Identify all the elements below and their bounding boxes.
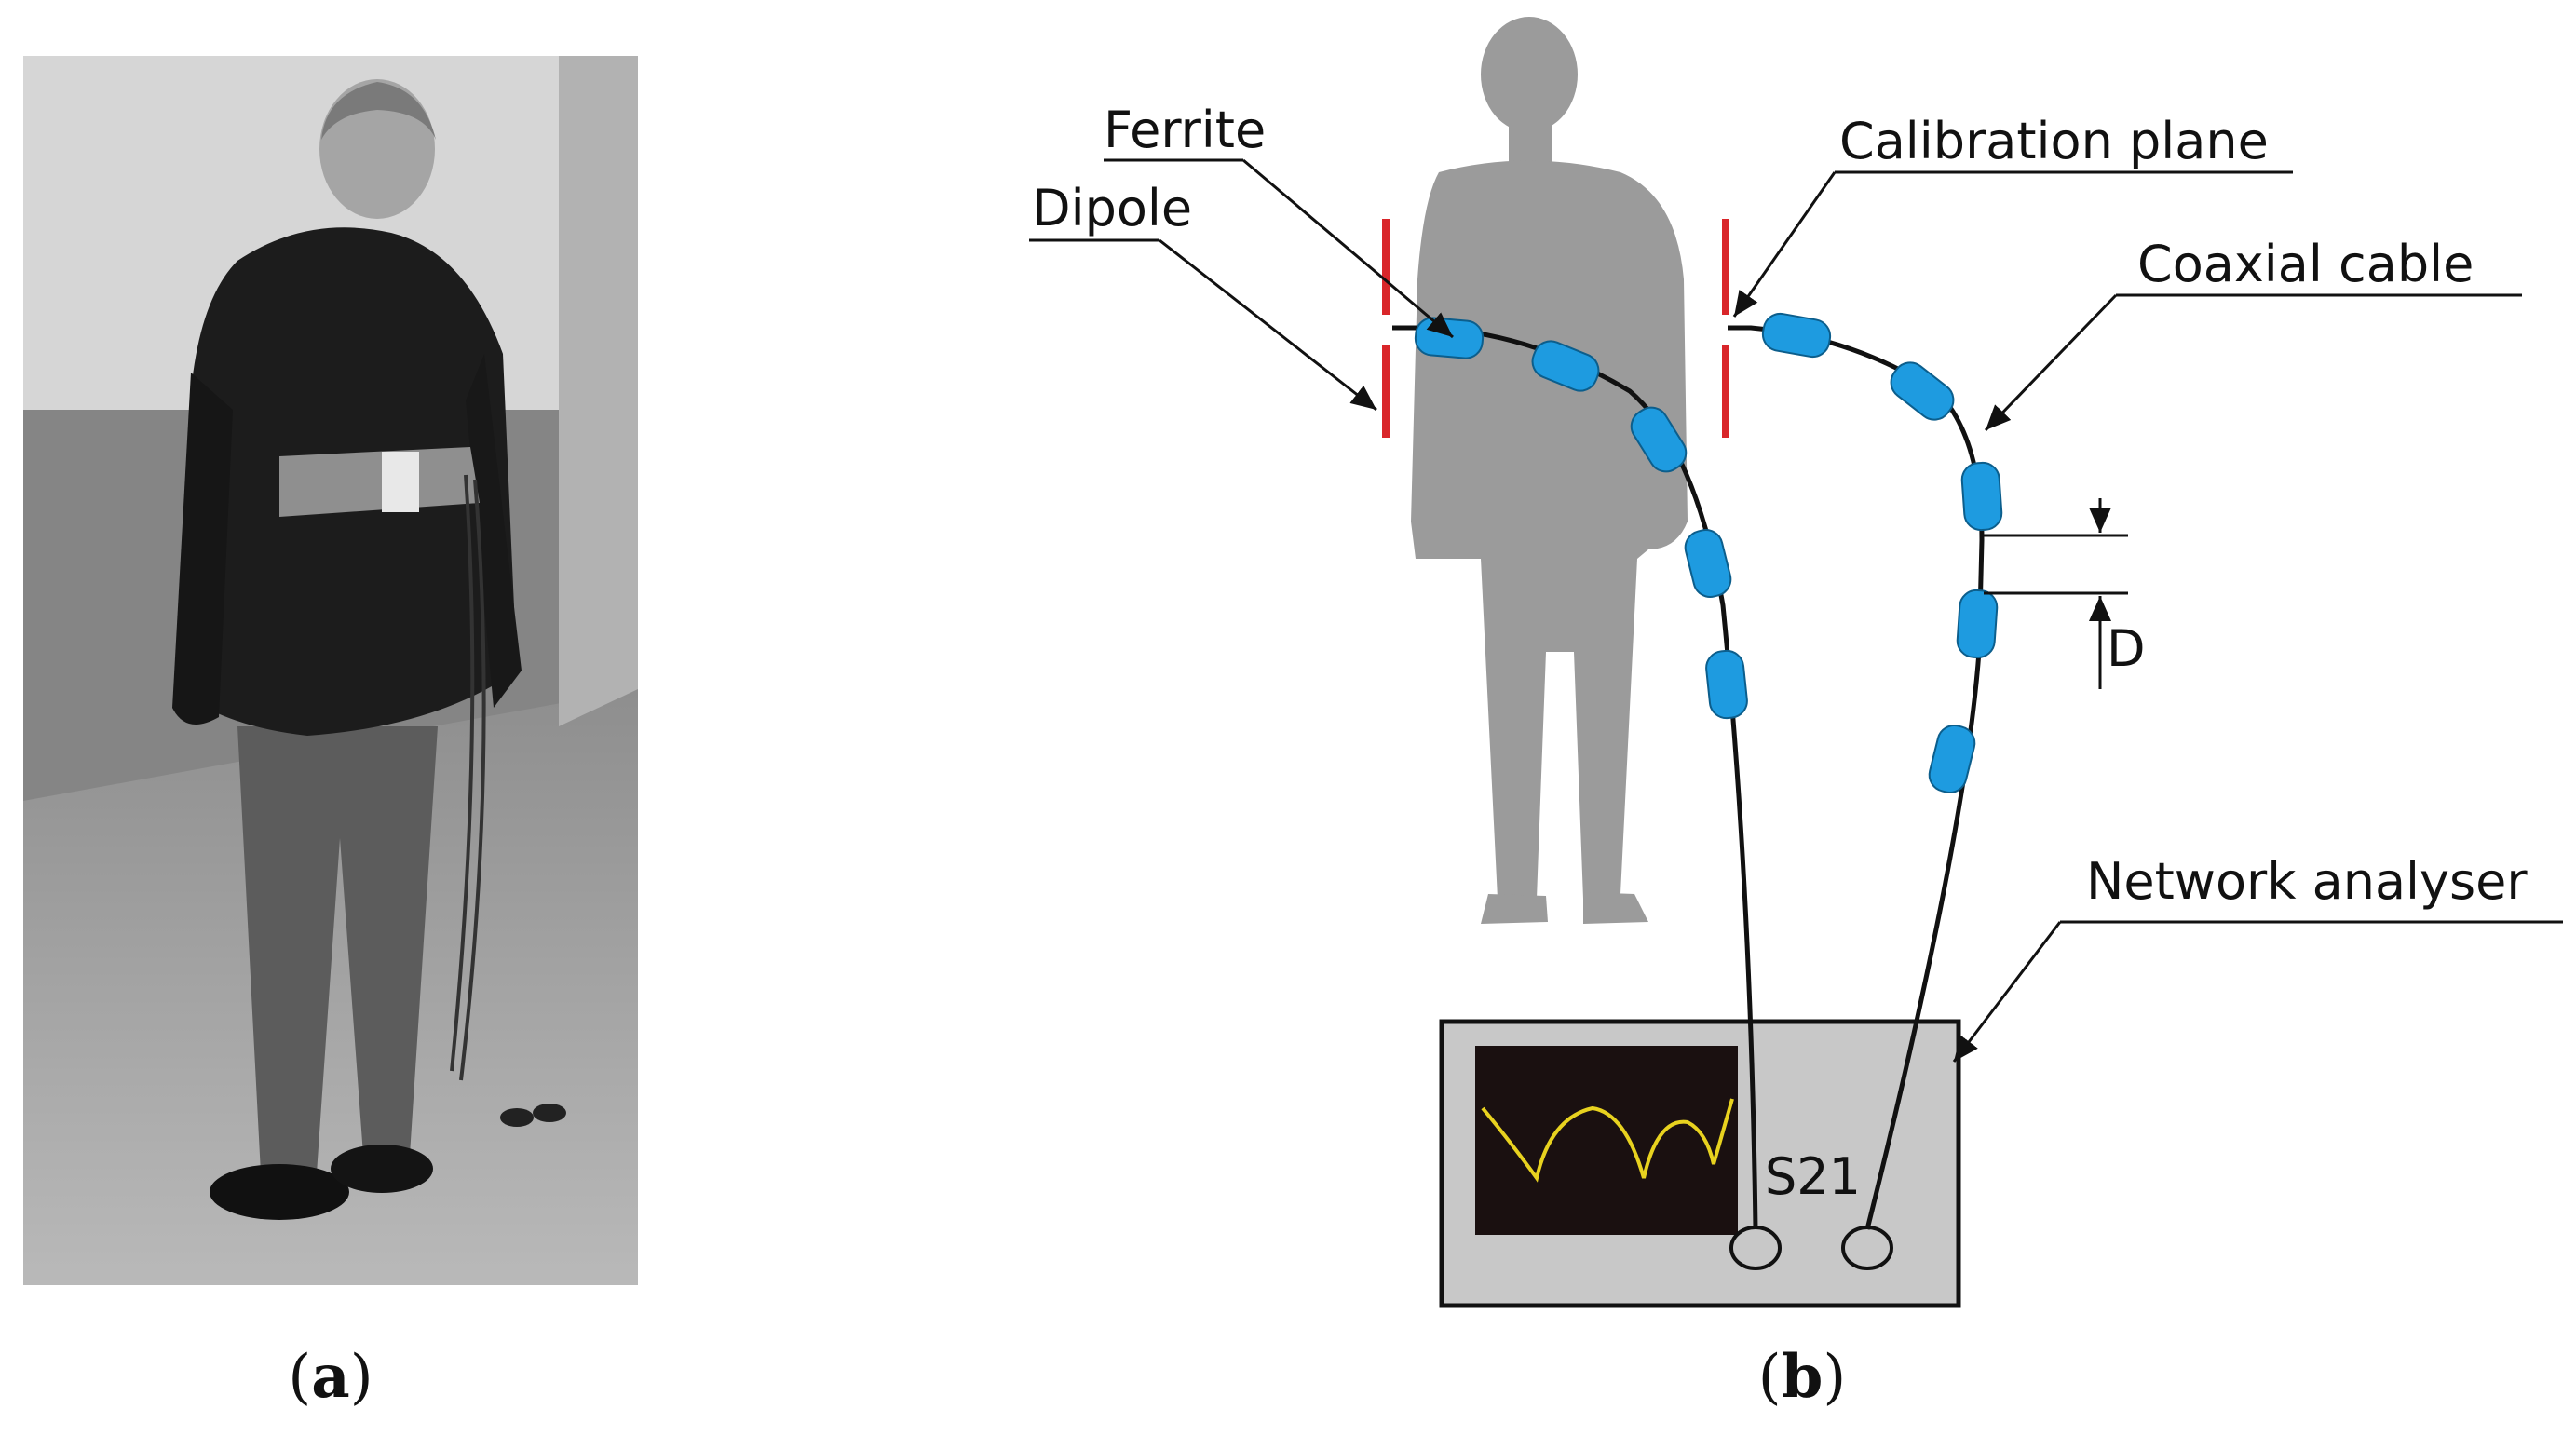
photo-panel — [23, 56, 638, 1285]
label-coaxial-cable: Coaxial cable — [2137, 235, 2474, 293]
label-d: D — [2107, 619, 2146, 678]
network-analyser-device — [1439, 1019, 1961, 1308]
human-silhouette — [1411, 17, 1688, 924]
label-dipole: Dipole — [1032, 179, 1192, 237]
setup-diagram: Ferrite Dipole Calibration plane Coaxial… — [1029, 17, 2563, 1308]
ferrites-right — [1761, 312, 2003, 793]
screen-trace — [1481, 1098, 1734, 1185]
label-calibration-plane: Calibration plane — [1839, 112, 2269, 170]
analyser-screen — [1475, 1046, 1738, 1235]
dimension-d — [1984, 498, 2128, 689]
leader-lines — [1029, 158, 2563, 1063]
panel-b-label: (b) — [1758, 1342, 1847, 1412]
ferrites-left — [1414, 317, 1748, 720]
label-network-analyser: Network analyser — [2086, 852, 2528, 911]
label-ferrite: Ferrite — [1104, 101, 1266, 159]
panel-a-label: (a) — [288, 1342, 373, 1412]
label-s21: S21 — [1765, 1147, 1861, 1206]
